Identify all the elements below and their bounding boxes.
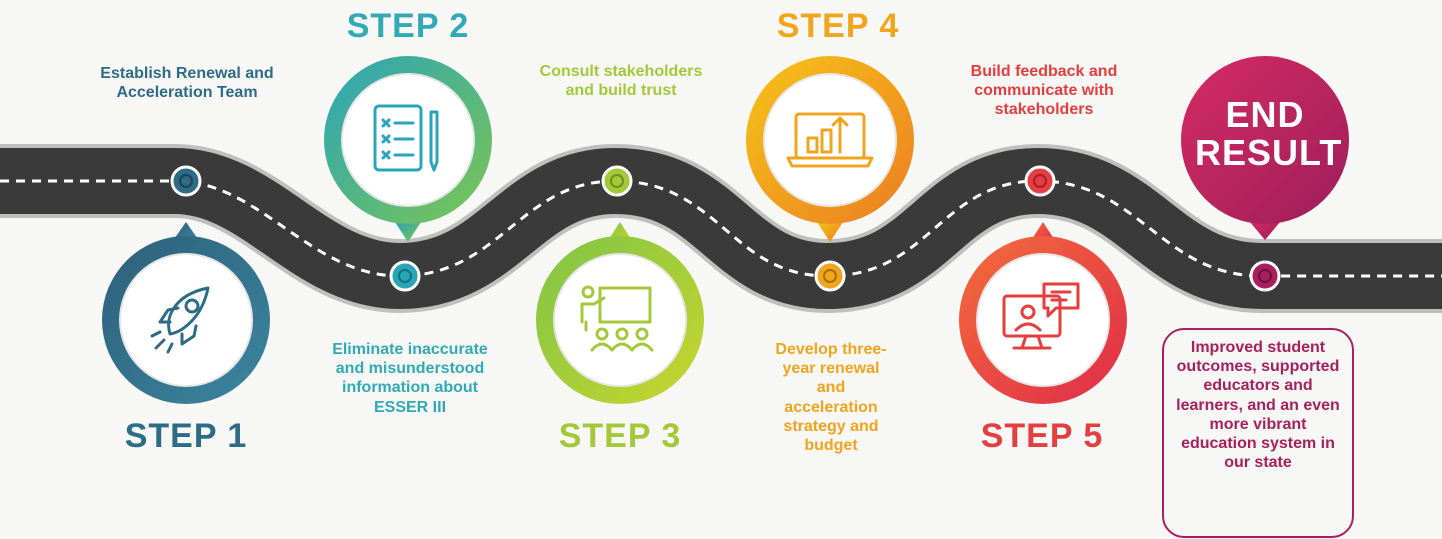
step1-description: Establish Renewal and Acceleration Team xyxy=(100,65,274,102)
step2-title: STEP 2 xyxy=(346,7,470,45)
step5-title: STEP 5 xyxy=(980,417,1104,455)
step5-pin xyxy=(959,222,1127,404)
road-marker-end xyxy=(1249,260,1281,292)
step3-description: Consult stakeholders and build trust xyxy=(539,63,703,100)
step5-description: Build feedback and communicate with stak… xyxy=(970,63,1118,119)
road-marker-step1 xyxy=(170,165,202,197)
end-result-pin xyxy=(1181,56,1349,240)
step2-description: Eliminate inaccurate and misunderstood i… xyxy=(332,341,488,416)
step4-pin xyxy=(746,56,914,242)
road-marker-step2 xyxy=(389,260,421,292)
road-marker-step5 xyxy=(1024,165,1056,197)
end-result-title: END RESULT xyxy=(1195,94,1343,173)
step1-title: STEP 1 xyxy=(124,417,248,455)
road-marker-step3 xyxy=(601,165,633,197)
rocket-icon xyxy=(150,286,210,354)
end-result-box xyxy=(1162,328,1354,538)
road-marker-step4 xyxy=(814,260,846,292)
step4-description: Develop three-year renewal and accelerat… xyxy=(775,341,887,454)
step2-pin xyxy=(324,56,492,242)
step4-title: STEP 4 xyxy=(776,7,900,45)
presentation-audience-icon xyxy=(580,285,654,352)
road-center-dashes xyxy=(0,179,1442,278)
end-result-description: Improved student outcomes, supported edu… xyxy=(1176,339,1340,472)
step3-pin xyxy=(536,222,704,404)
step1-pin xyxy=(102,222,270,404)
laptop-growth-chart-icon xyxy=(786,112,874,168)
road xyxy=(0,143,1442,314)
checklist-document-icon xyxy=(373,104,439,172)
step3-title: STEP 3 xyxy=(558,417,682,455)
video-chat-monitor-icon xyxy=(1002,282,1080,350)
